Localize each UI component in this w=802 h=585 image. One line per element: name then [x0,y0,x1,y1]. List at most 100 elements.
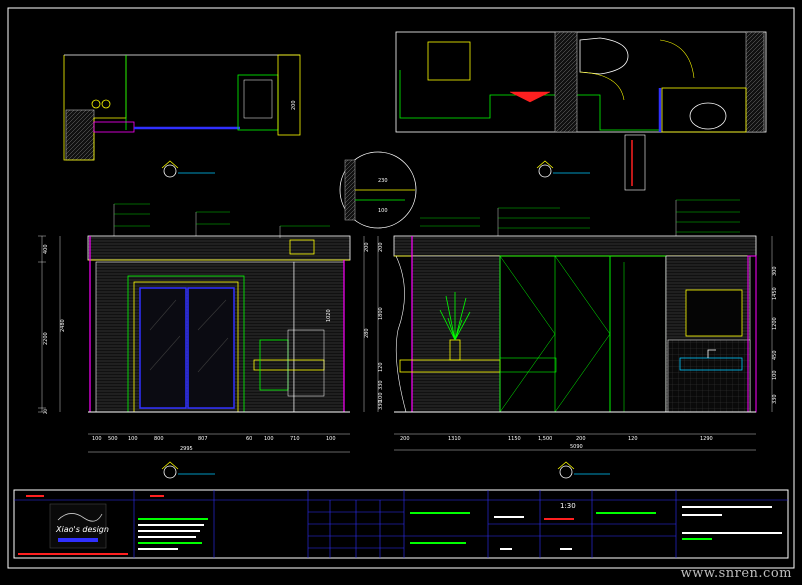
plan-right-red-opening [509,91,551,103]
elev-right-vdim-right-3: 450 [772,350,778,360]
plan-right-wall-hatch-1 [554,31,578,133]
elev-left-hdim-8: 100 [326,436,336,442]
plan-left-fixture-1 [91,99,101,109]
plan-right-bed [427,41,471,81]
detail-dim-1: 230 [378,178,388,184]
elev-right-vanity [679,357,743,371]
elev-left-vdims [38,235,61,413]
elev-right-vdim-left-2: 330 [378,380,384,390]
title-block-grid [14,490,788,558]
elev-right-hdim-0: 200 [400,436,410,442]
elev-left-hdim-0: 100 [92,436,102,442]
elev-right-curtain [395,255,407,413]
elev-left-rdim-2: 280 [364,328,370,338]
plan-right-door-swing [579,71,625,101]
elev-left-callouts [113,203,330,238]
title-block-logo: Xiao's design [49,503,109,549]
elev-right-vdim-right-2: 1200 [772,317,778,330]
elev-right-hdim-6: 1290 [700,436,713,442]
plan-right-wall-hatch-2 [745,31,765,133]
elev-left-total: 2995 [180,446,193,452]
elev-left-glass-door-2 [187,287,235,409]
elev-right-vdim-right-0: 300 [772,266,778,276]
elev-left-rdim-0: 200 [364,242,370,252]
plan-left-fixture-2 [101,99,111,109]
elev-left-hdim-2: 100 [128,436,138,442]
elev-right-vdim-left-1: 1800 [378,307,384,320]
plan-right-room-outline [399,70,660,131]
plan-left-title-marker [161,160,215,178]
elev-left-vdim-3: 2480 [60,319,66,332]
elev-right-vdim-left-4: 100 [378,392,384,402]
elev-right-door-frame [609,255,667,413]
elev-left-glass-door-1 [139,287,187,409]
drawing-frame [7,7,795,569]
detail-wall [344,159,356,221]
elev-right-title-marker [557,461,610,479]
elev-right-hdims [394,433,756,451]
plan-top-left: 200 [63,54,301,178]
elev-left-right-panel [293,261,345,413]
elev-right-hdim-4: 200 [576,436,586,442]
plan-right-side-unit [624,134,646,191]
plan-left-dim: 200 [291,100,297,110]
elev-right-hdim-3: 1,500 [538,436,552,442]
elev-right-left-wall [411,255,501,413]
elev-right-faucet [707,349,716,358]
plan-right-basin [689,102,727,130]
elev-right-plant [439,292,471,361]
elev-left-vdim-0: 400 [43,244,49,254]
elev-right-ceiling [393,235,757,257]
elev-left-glass-reflection [149,299,229,373]
elev-right-hdim-1: 1310 [448,436,461,442]
elev-right-vdim-left-0: 200 [378,242,384,252]
elev-left-rdim-1: 1020 [326,309,332,322]
title-block-scale: 1:30 [560,502,576,510]
elev-right-mirror [685,289,743,337]
plan-right-door-arc [659,39,695,79]
elev-right-vdim-right-5: 330 [772,394,778,404]
elev-right-vdim-left-5: 330 [378,400,384,410]
plan-left-magenta-strip [93,121,135,133]
plan-right-vanity [661,87,747,133]
elev-left-hdim-1: 500 [108,436,118,442]
plan-left-wall-right [277,54,301,136]
plan-right-title-marker [536,160,590,178]
elev-right-bench-drawer [499,357,557,373]
elev-right-vdim-right-1: 1450 [772,287,778,300]
elev-right-total: 5090 [570,444,583,450]
elev-left-hdim-5: 60 [246,436,252,442]
elev-right-vdim-left-3: 120 [378,362,384,372]
elev-right-callouts [420,199,740,236]
detail-dim-2: 100 [378,208,388,214]
title-block-frame [13,489,789,559]
elev-left-title-marker [161,461,215,479]
detail-circle [339,151,417,229]
plan-right-toilet [579,37,629,75]
elev-left-hdim-4: 807 [198,436,208,442]
elev-right-vdim-right-labels: 300 1450 1200 450 100 330 [772,266,778,404]
elev-left-hdim-7: 710 [290,436,300,442]
title-block-placeholder-text [18,495,782,555]
plan-left-wall-hatch [65,109,95,161]
plan-top-right [395,31,767,191]
elev-right-hdim-2: 1150 [508,436,521,442]
elev-left-ceiling [87,235,351,261]
logo-text: Xiao's design [55,525,109,534]
elev-left-top-box [289,239,315,255]
detail-callout: 230 100 [339,151,417,229]
elev-left-hdim-6: 100 [264,436,274,442]
title-block: Xiao's design 1:30 [13,489,789,559]
elev-right-vdim-right-4: 100 [772,370,778,380]
elev-left-hdims [88,433,350,453]
plan-right-frame [395,31,767,133]
elev-right-tiles [667,339,751,413]
elev-left-vdim-1: 2200 [43,332,49,345]
elev-left-niche-2 [287,329,325,397]
watermark: www.snren.com [680,566,792,581]
